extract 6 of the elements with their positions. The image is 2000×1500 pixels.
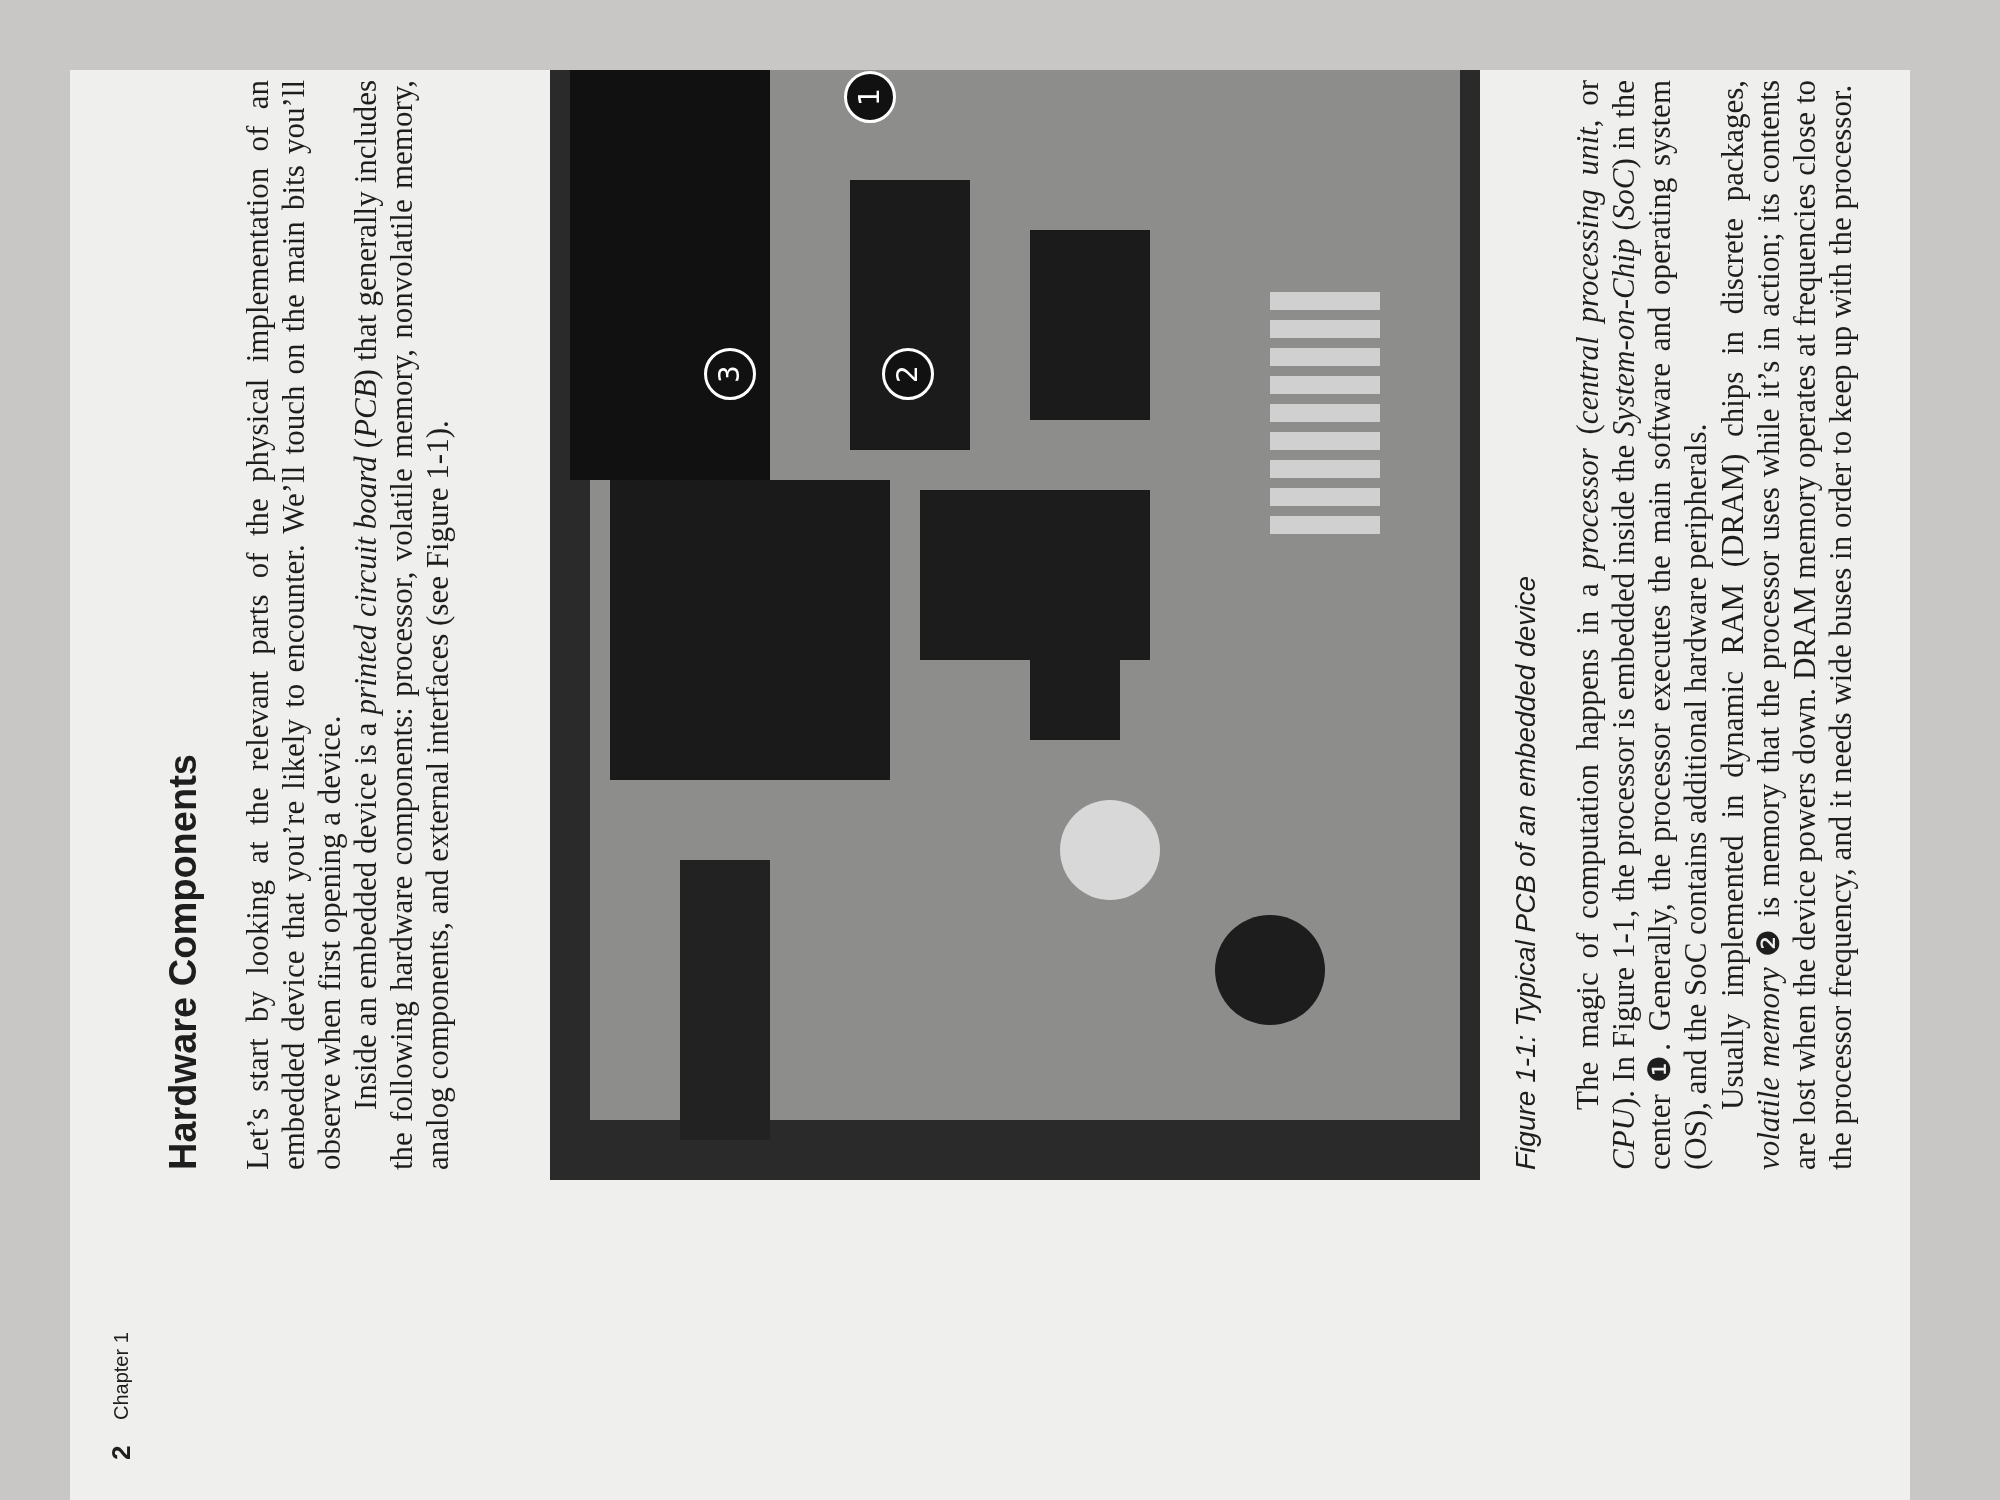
section-heading: Hardware Components [162, 754, 205, 1170]
page-number: 2 [106, 1445, 137, 1460]
body-paragraph: Usually implemented in dynamic RAM (DRAM) chips in discrete packages, volatile memory ❷ is memory that the processor uses while it’s in action; its contents are lost when the device powers down. DRAM memory operates at frequencies close to the processor frequency, and it needs wide buses in order to keep up with the processor. [1715, 80, 1859, 1170]
body-paragraph: Let’s start by looking at the relevant parts of the physical implementation of an embedded device that you’re likely to encounter. We’ll touch on the main bits you’ll observe when first opening a device. [240, 80, 348, 1170]
running-footer: Chapter 1 [110, 1332, 133, 1420]
figure-caption: Figure 1-1: Typical PCB of an embedded device [1510, 575, 1542, 1170]
